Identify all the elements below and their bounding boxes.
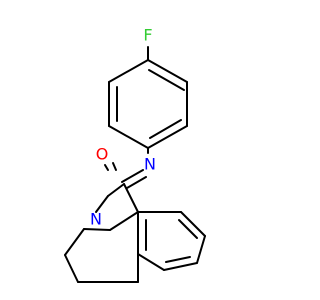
- bond: [123, 183, 139, 213]
- bond: [112, 162, 117, 171]
- bond: [83, 228, 111, 231]
- bond: [104, 164, 109, 171]
- bond: [109, 211, 139, 231]
- bond: [163, 262, 198, 271]
- bond: [108, 59, 149, 83]
- fluorine-atom-label: F: [143, 26, 152, 45]
- bond: [147, 125, 188, 149]
- structure-diagram: F N O N: [64, 26, 206, 283]
- bond: [64, 254, 79, 283]
- bond: [148, 69, 185, 91]
- bond: [64, 228, 85, 256]
- bond: [147, 59, 188, 83]
- bond: [95, 195, 109, 213]
- imine-nitrogen-label: N: [144, 155, 156, 174]
- ring-nitrogen-label: N: [90, 210, 102, 229]
- bond: [121, 169, 144, 183]
- bond: [126, 176, 147, 189]
- bond: [165, 256, 191, 263]
- atom-labels: F N O N: [90, 26, 156, 229]
- bond: [180, 211, 206, 237]
- bond: [107, 183, 125, 197]
- carbonyl-oxygen-label: O: [96, 145, 109, 164]
- bond: [178, 219, 198, 239]
- bond: [137, 253, 165, 271]
- bonds: [64, 46, 206, 283]
- bond: [196, 235, 206, 264]
- bond: [108, 125, 149, 149]
- bond: [149, 119, 182, 139]
